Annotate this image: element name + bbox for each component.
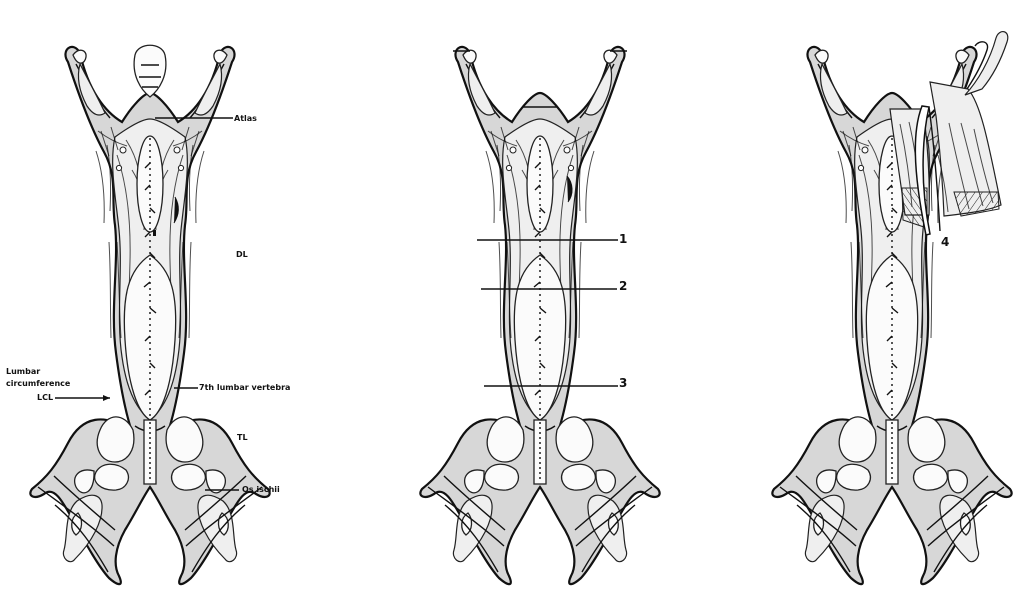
os-ischii-label: Os ischii <box>242 485 280 494</box>
middle-carcass-diagram <box>420 47 659 584</box>
cut-label-3: 3 <box>619 376 627 390</box>
right-carcass-diagram <box>772 32 1011 585</box>
seventh-lumbar-vertebra-label: 7th lumbar vertebra <box>199 383 290 392</box>
tl-label: TL <box>237 433 248 442</box>
lumbar-circumference-label-line2: circumference <box>6 379 71 388</box>
lcl-label: LCL <box>37 393 53 402</box>
dl-label: DL <box>236 250 248 259</box>
lumbar-circumference-label-line1: Lumbar <box>6 367 40 376</box>
cut-label-1: 1 <box>619 232 627 246</box>
cut-label-4: 4 <box>941 235 949 249</box>
left-carcass-diagram <box>30 45 269 584</box>
atlas-label: Atlas <box>234 114 257 123</box>
cut-label-2: 2 <box>619 279 627 293</box>
